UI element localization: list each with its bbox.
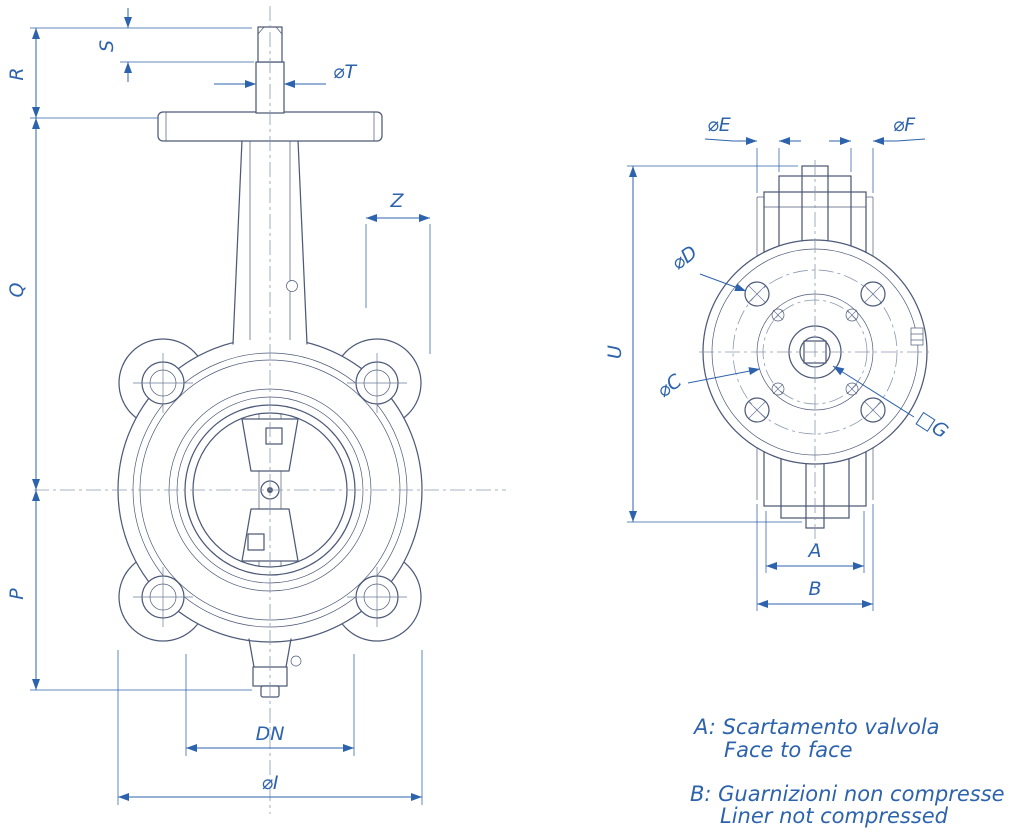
iso-flange-bolt-holes <box>744 281 886 423</box>
dim-label-i: ⌀I <box>261 772 278 794</box>
dimension-e: ⌀E <box>704 114 801 193</box>
lug-bolt-holes <box>133 353 407 627</box>
dimension-p: P <box>6 490 252 691</box>
dim-label-e: ⌀E <box>707 114 730 136</box>
dim-label-s: S <box>96 40 118 52</box>
dimension-a: A <box>765 511 865 573</box>
legend-notes: A: Scartamento valvola Face to face B: G… <box>690 715 1005 828</box>
dimension-r: R <box>6 28 158 119</box>
dimension-f: ⌀F <box>829 114 926 193</box>
dim-label-p: P <box>6 588 28 600</box>
side-view: U ⌀E ⌀F ⌀D ⌀C <box>604 114 952 611</box>
front-view: S R Q P ⌀T Z <box>6 6 506 814</box>
dim-label-g: □G <box>913 407 952 443</box>
dim-label-c: ⌀C <box>653 370 687 403</box>
secondary-tapped-holes <box>771 308 859 396</box>
dim-label-f: ⌀F <box>893 114 916 136</box>
dim-label-z: Z <box>389 190 404 212</box>
dim-label-t: ⌀T <box>333 61 357 83</box>
note-a-english: Face to face <box>724 738 853 762</box>
dim-label-d: ⌀D <box>667 242 701 275</box>
side-centerlines <box>699 160 933 546</box>
dim-label-r: R <box>6 67 28 80</box>
dimension-b: B <box>756 504 874 611</box>
dimension-s: S <box>30 8 254 82</box>
dim-label-q: Q <box>6 282 28 297</box>
dim-label-b: B <box>808 578 821 600</box>
dimension-u: U <box>604 165 802 523</box>
dim-label-a: A <box>807 540 822 562</box>
dimension-t: ⌀T <box>214 61 357 88</box>
side-body-profile <box>756 165 874 529</box>
note-a-italian: A: Scartamento valvola <box>692 715 940 739</box>
front-valve-body <box>117 26 423 698</box>
dimension-dn: DN <box>185 654 355 756</box>
flange-edge-detail <box>910 327 924 346</box>
dimension-i: ⌀I <box>117 650 423 805</box>
note-b-english: Liner not compressed <box>720 804 949 828</box>
dim-label-u: U <box>604 345 626 359</box>
dimension-z: Z <box>365 190 431 354</box>
note-b-italian: B: Guarnizioni non compresse <box>690 782 1005 806</box>
front-centerlines <box>34 6 506 814</box>
dim-label-dn: DN <box>256 723 285 745</box>
dimension-q: Q <box>6 118 40 490</box>
